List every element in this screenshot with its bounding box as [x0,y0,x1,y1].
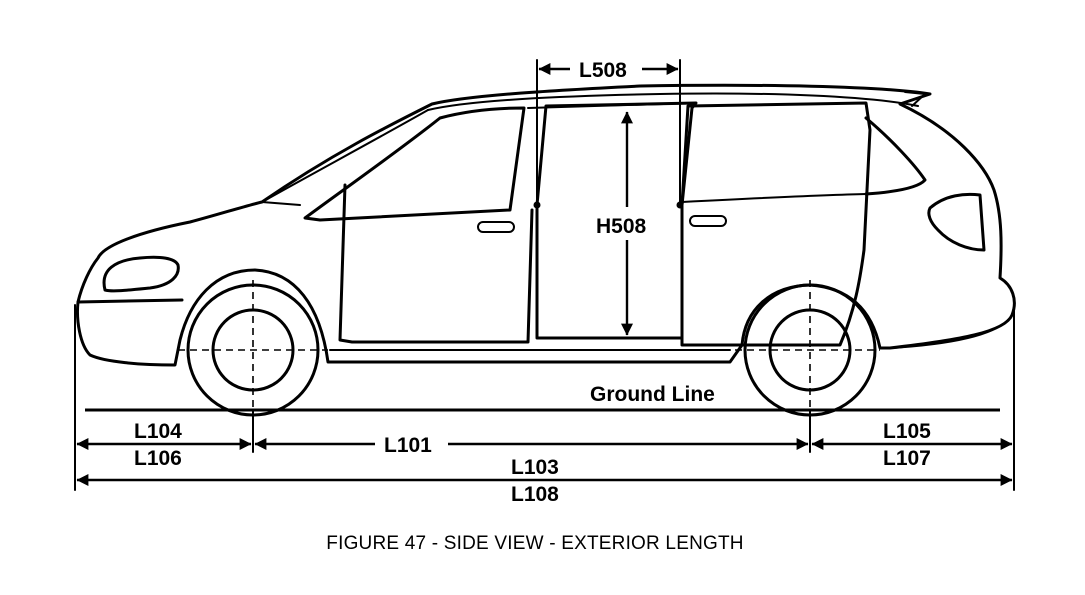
windshield [261,109,429,203]
dimension-h508: H508 [596,111,647,336]
rear-bumper [889,319,1009,349]
l107-label: L107 [883,447,931,470]
sliding-door-opening [535,101,698,340]
dimension-l508: L508 [538,59,679,82]
sliding-door-track [527,102,697,109]
dimension-l103-l108: L103 L108 [76,456,1013,506]
body-outline [76,83,1016,367]
headlamp [102,255,180,293]
figure-caption: FIGURE 47 - SIDE VIEW - EXTERIOR LENGTH [326,533,744,554]
l106-label: L106 [134,447,182,470]
dimension-l104-l106: L104 L106 [76,420,252,470]
extension-lines [74,59,1015,491]
ground-line-label: Ground Line [590,383,715,406]
l108-label: L108 [511,483,559,506]
front-window [303,106,526,222]
minivan-side-view-diagram: Ground Line L508 H508 L104 L106 L101 [74,59,1016,506]
rear-side-window [864,116,927,196]
front-bumper [76,298,184,304]
vehicle-body [76,83,1016,367]
tail-lamp [927,192,986,252]
rear-wheel [735,280,880,417]
front-door [338,183,534,344]
front-door-handle [477,221,515,233]
rear-spoiler [904,91,926,107]
l508-label: L508 [579,59,627,82]
l508-left-point [533,201,541,209]
l103-label: L103 [511,456,559,479]
l104-label: L104 [134,420,182,443]
l105-label: L105 [883,420,931,443]
rear-door-handle [689,215,727,227]
roof-rail [427,92,919,111]
l508-right-point [676,201,684,209]
l101-label: L101 [384,434,432,457]
dimension-l105-l107: L105 L107 [811,420,1013,470]
dimension-l101: L101 [254,434,809,457]
h508-label: H508 [596,215,647,238]
hood-line [261,201,301,206]
rear-sliding-door [680,101,872,347]
rear-window-sill [681,193,867,203]
